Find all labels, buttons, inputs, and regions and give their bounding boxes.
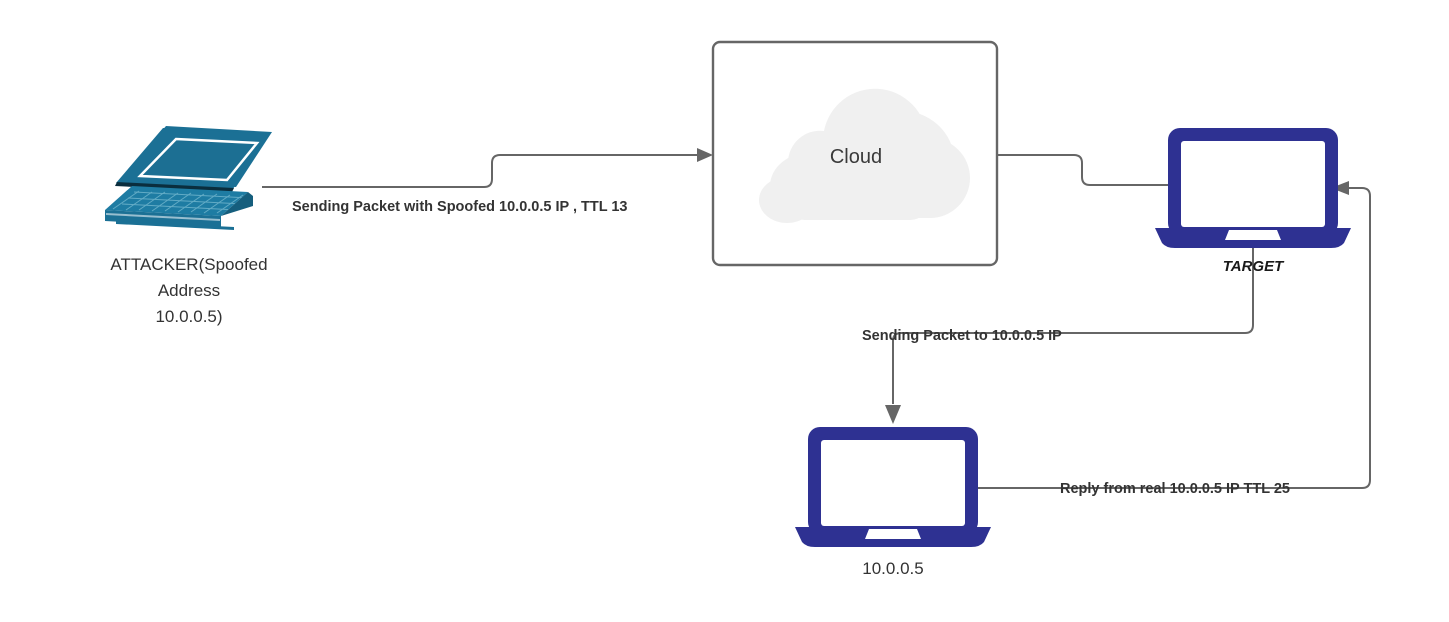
cloud-icon — [759, 88, 970, 223]
node-target[interactable]: TARGET — [1155, 128, 1351, 275]
laptop-front-icon — [795, 427, 991, 547]
edge-victim-to-target[interactable]: Reply from real 10.0.0.5 IP TTL 25 — [975, 181, 1371, 497]
node-victim-label: 10.0.0.5 — [862, 559, 923, 578]
edge-target-to-victim-label: Sending Packet to 10.0.0.5 IP — [862, 328, 1062, 344]
edge-attacker-to-cloud[interactable]: Sending Packet with Spoofed 10.0.0.5 IP … — [262, 148, 713, 215]
node-cloud[interactable]: Cloud — [711, 40, 999, 267]
edge-target-to-victim[interactable]: Sending Packet to 10.0.0.5 IP — [862, 240, 1254, 424]
edge-cloud-to-target[interactable] — [997, 154, 1168, 186]
laptop-isometric-icon — [105, 126, 272, 230]
node-attacker-label-line1: ATTACKER(Spoofed — [110, 255, 267, 274]
edge-target-to-victim-arrowhead — [885, 405, 901, 424]
laptop-front-icon — [1155, 128, 1351, 248]
edge-attacker-to-cloud-arrowhead — [697, 148, 713, 162]
edge-victim-to-target-path — [975, 187, 1371, 489]
node-victim[interactable]: 10.0.0.5 — [795, 427, 991, 578]
node-attacker-label-line2: Address — [158, 281, 220, 300]
cloud-label: Cloud — [830, 146, 882, 168]
edge-attacker-to-cloud-path — [262, 154, 700, 188]
edge-victim-to-target-label: Reply from real 10.0.0.5 IP TTL 25 — [1060, 481, 1290, 497]
node-target-label: TARGET — [1223, 258, 1285, 275]
edge-victim-to-target-arrowhead — [1331, 181, 1349, 195]
edge-attacker-to-cloud-label: Sending Packet with Spoofed 10.0.0.5 IP … — [292, 199, 627, 215]
node-attacker-label-line3: 10.0.0.5) — [155, 307, 222, 326]
edge-cloud-to-target-path — [997, 154, 1168, 186]
node-attacker[interactable]: ATTACKER(Spoofed Address 10.0.0.5) — [105, 126, 272, 326]
edge-target-to-victim-path — [892, 240, 1254, 404]
